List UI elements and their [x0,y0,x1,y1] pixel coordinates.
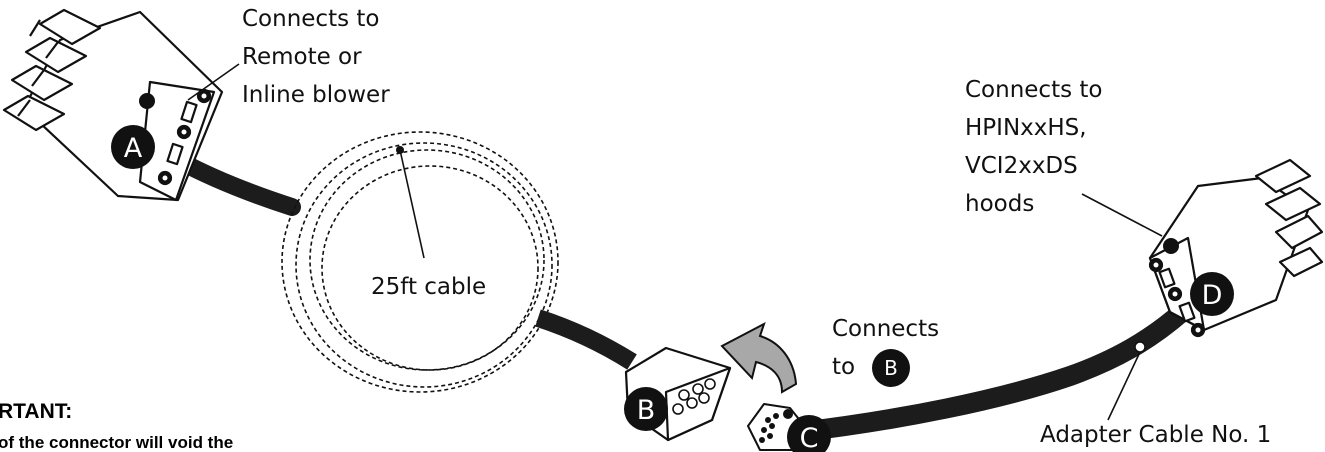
label-c-line2: to [832,354,855,380]
label-d-line1: Connects to [965,77,1102,103]
adapter-cable [798,304,1189,442]
badge-b: B [624,387,668,431]
label-adapter: Adapter Cable No. 1 [1040,422,1271,448]
coiled-cable [281,131,559,393]
adapter-cable-marker [1134,341,1146,353]
badge-a-letter: A [124,133,143,164]
badge-d: D [1190,272,1234,316]
label-a-line2: Remote or [242,44,362,70]
badge-c: C [787,415,831,452]
badge-d-letter: D [1202,280,1223,311]
label-d-line2: HPINxxHS, [965,115,1087,141]
label-d-line4: hoods [965,191,1034,217]
coil-leader-dot [396,146,404,154]
label-d-line3: VCI2xxDS [965,153,1078,179]
leader-a [187,63,240,101]
cable-a-segment [169,151,301,216]
badge-b-inline-letter: B [884,356,898,380]
connector-d [1148,158,1324,338]
connector-a [2,8,224,202]
important-body: of the connector will void the [0,433,233,452]
label-a-line3: Inline blower [242,82,390,108]
leader-d [1081,193,1163,237]
connect-arrow-icon [720,321,798,394]
badge-a: A [111,125,155,169]
label-a-line1: Connects to [242,6,379,32]
badge-b-letter: B [637,395,656,426]
badge-b-inline: B [872,349,910,387]
label-coil: 25ft cable [371,274,486,300]
badge-c-letter: C [800,423,819,452]
cable-b-segment [535,309,637,370]
important-title: RTANT: [0,400,72,423]
leader-adapter [1107,351,1141,421]
label-c-line1: Connects [832,316,939,342]
leader-coil [399,149,425,259]
leader-lines [187,63,1163,421]
